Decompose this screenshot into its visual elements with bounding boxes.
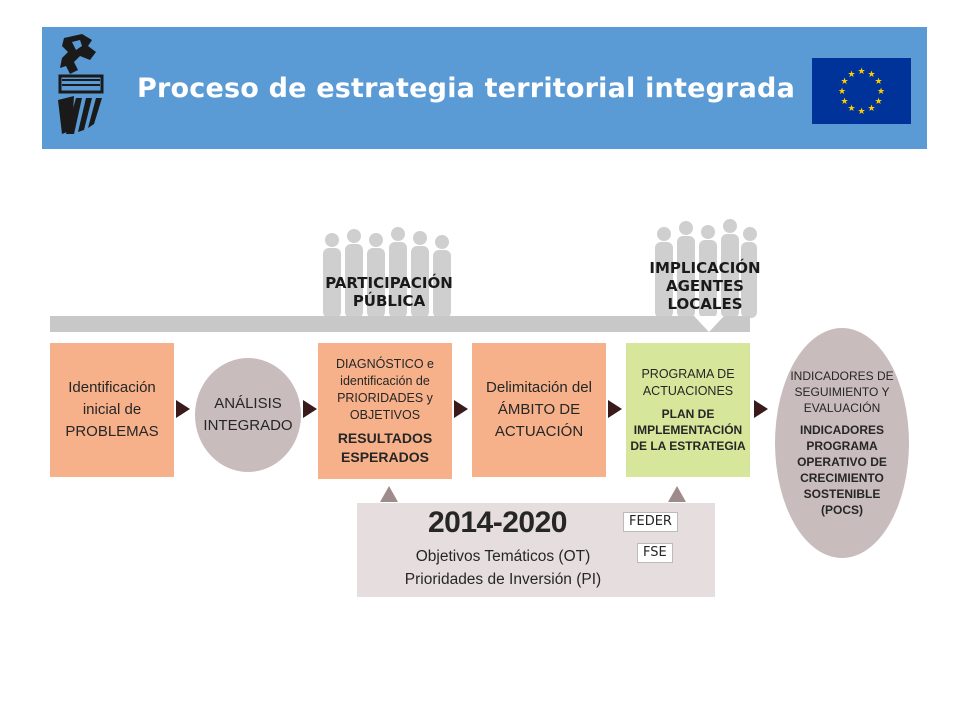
step-diagnosis: DIAGNÓSTICO e identificación de PRIORIDA… xyxy=(318,343,452,479)
eu-flag-icon: ★ ★ ★ ★ ★ ★ ★ ★ ★ ★ ★ ★ xyxy=(812,58,911,124)
step-problems-line1: Identificación xyxy=(68,379,156,396)
header-banner xyxy=(42,27,927,149)
participation-bar xyxy=(50,316,750,332)
step-indicators-pocs-line5: SOSTENIBLE xyxy=(803,487,881,501)
crowd-silhouette-icon xyxy=(323,227,451,318)
programming-objectives-line2: Prioridades de Inversión (PI) xyxy=(404,571,602,588)
fund-feder-tag: FEDER xyxy=(623,512,678,532)
agents-label-line2: AGENTES xyxy=(665,277,744,295)
agents-silhouette-icon xyxy=(655,219,757,318)
step-scope-line1: Delimitación del xyxy=(486,379,592,396)
participation-label-line1: PARTICIPACIÓN xyxy=(325,274,453,292)
svg-text:★: ★ xyxy=(867,70,875,80)
step-diagnosis-line3: PRIORIDADES y xyxy=(337,390,433,405)
step-program-line2: ACTUACIONES xyxy=(642,384,734,398)
svg-text:★: ★ xyxy=(867,104,875,114)
step-program: PROGRAMA DE ACTUACIONES PLAN DE IMPLEMEN… xyxy=(626,343,750,477)
step-program-line1: PROGRAMA DE xyxy=(641,367,735,381)
step-problems: Identificación inicial de PROBLEMAS xyxy=(50,343,174,477)
step-problems-line2: inicial de xyxy=(82,401,142,418)
step-indicators-pocs-line6: (POCS) xyxy=(821,503,863,517)
step-scope-line2: ÁMBITO DE xyxy=(497,401,581,418)
step-program-plan-line1: PLAN DE xyxy=(661,407,715,421)
svg-text:★: ★ xyxy=(840,97,848,107)
arrow-up-icon xyxy=(668,486,686,502)
arrow-right-icon xyxy=(176,400,190,418)
step-diagnosis-line1: DIAGNÓSTICO e xyxy=(336,356,434,371)
step-indicators-line2: SEGUIMIENTO Y xyxy=(794,385,890,399)
page-title: Proceso de estrategia territorial integr… xyxy=(137,73,795,104)
step-indicators-pocs-line2: PROGRAMA xyxy=(806,439,878,453)
step-problems-line3: PROBLEMAS xyxy=(65,423,159,440)
step-diagnosis-line2: identificación de xyxy=(340,373,430,388)
step-analysis: ANÁLISIS INTEGRADO xyxy=(195,358,301,472)
step-diagnosis-results-line2: ESPERADOS xyxy=(341,448,429,465)
svg-text:★: ★ xyxy=(874,97,882,107)
step-indicators-pocs-line4: CRECIMIENTO xyxy=(800,471,884,485)
svg-text:★: ★ xyxy=(840,77,848,87)
svg-text:★: ★ xyxy=(874,77,882,87)
generalitat-valenciana-logo-icon xyxy=(58,34,104,134)
bar-notch-icon xyxy=(694,316,724,332)
fund-fse-tag: FSE xyxy=(637,543,673,563)
step-indicators-line3: EVALUACIÓN xyxy=(803,401,881,415)
svg-text:★: ★ xyxy=(838,87,846,97)
agents-label: IMPLICACIÓN AGENTES LOCALES xyxy=(638,259,772,313)
arrow-up-icon xyxy=(380,486,398,502)
participation-label-line2: PÚBLICA xyxy=(352,292,426,310)
step-indicators-pocs-line3: OPERATIVO DE xyxy=(797,455,887,469)
step-diagnosis-line4: OBJETIVOS xyxy=(349,407,421,422)
step-indicators-line1: INDICADORES DE xyxy=(790,369,894,383)
programming-objectives: Objetivos Temáticos (OT) Prioridades de … xyxy=(398,545,608,591)
arrow-right-icon xyxy=(454,400,468,418)
step-scope-line3: ACTUACIÓN xyxy=(494,423,584,440)
programming-objectives-line1: Objetivos Temáticos (OT) xyxy=(415,548,591,565)
programming-period: 2014-2020 xyxy=(428,506,567,539)
arrow-right-icon xyxy=(754,400,768,418)
participation-label: PARTICIPACIÓN PÚBLICA xyxy=(312,274,466,310)
svg-text:★: ★ xyxy=(847,104,855,114)
arrow-right-icon xyxy=(303,400,317,418)
svg-text:★: ★ xyxy=(857,107,865,117)
svg-text:★: ★ xyxy=(857,67,865,77)
svg-text:★: ★ xyxy=(877,87,885,97)
step-scope: Delimitación del ÁMBITO DE ACTUACIÓN xyxy=(472,343,606,477)
step-indicators: INDICADORES DE SEGUIMIENTO Y EVALUACIÓN … xyxy=(775,328,909,558)
step-analysis-line2: INTEGRADO xyxy=(203,417,293,434)
step-diagnosis-results-line1: RESULTADOS xyxy=(337,429,433,446)
arrow-right-icon xyxy=(608,400,622,418)
step-program-plan-line3: DE LA ESTRATEGIA xyxy=(630,439,746,453)
step-program-plan-line2: IMPLEMENTACIÓN xyxy=(633,423,743,437)
agents-label-line1: IMPLICACIÓN xyxy=(649,259,761,277)
svg-text:★: ★ xyxy=(847,70,855,80)
agents-label-line3: LOCALES xyxy=(667,295,743,313)
step-indicators-pocs-line1: INDICADORES xyxy=(799,423,884,437)
step-analysis-line1: ANÁLISIS xyxy=(214,395,282,412)
